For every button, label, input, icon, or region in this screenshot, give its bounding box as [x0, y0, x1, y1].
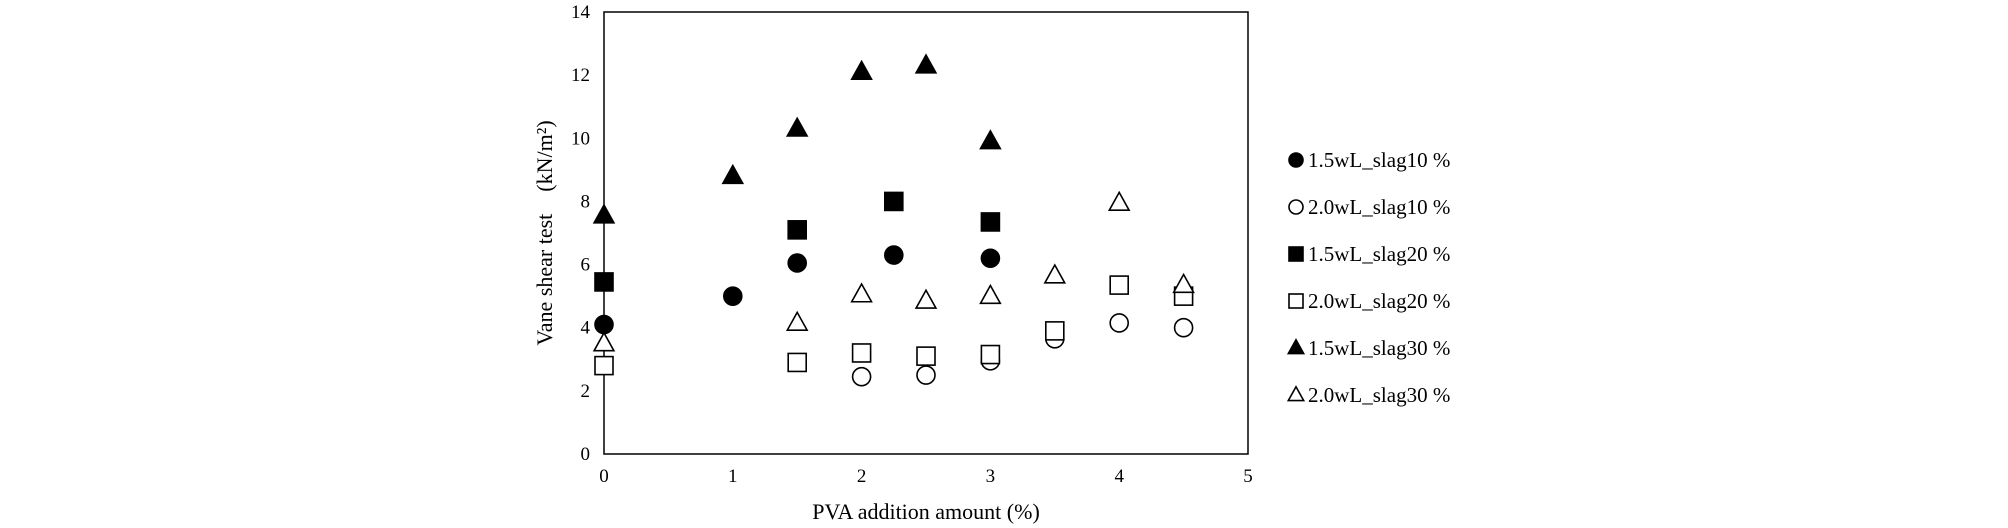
x-tick-label: 4	[1114, 466, 1124, 487]
y-tick-label: 0	[581, 444, 591, 465]
legend-marker-triangle-open	[1286, 385, 1306, 402]
data-point-square-open	[1109, 275, 1129, 295]
data-point-circle-open	[1173, 317, 1194, 338]
data-point-triangle-open	[850, 282, 873, 303]
data-point-triangle-open	[785, 310, 809, 331]
data-point-square-open	[787, 352, 808, 373]
data-point-triangle-filled	[785, 116, 809, 137]
data-point-triangle-open	[592, 331, 616, 352]
data-point-square-filled	[883, 191, 904, 212]
x-tick-label: 1	[728, 466, 738, 487]
data-point-triangle-filled	[979, 129, 1002, 150]
legend-label: 2.0wL_slag10 %	[1308, 195, 1450, 219]
legend-label: 1.5wL_slag20 %	[1308, 242, 1450, 266]
data-point-triangle-open	[1107, 190, 1131, 211]
y-tick-label: 10	[571, 128, 590, 149]
x-tick-label: 2	[857, 466, 867, 487]
data-point-square-filled	[787, 220, 808, 240]
legend-label: 2.0wL_slag20 %	[1308, 289, 1450, 313]
y-tick-label: 14	[571, 2, 591, 23]
legend-marker-circle-filled	[1288, 152, 1304, 168]
x-tick-label: 3	[986, 466, 996, 487]
y-tick-label: 4	[581, 318, 591, 339]
legend-marker-triangle-filled	[1286, 338, 1306, 355]
y-tick-label: 6	[581, 255, 591, 276]
data-point-circle-open	[916, 365, 936, 385]
data-point-triangle-filled	[850, 59, 873, 80]
data-point-circle-filled	[722, 286, 743, 306]
data-point-square-open	[916, 346, 936, 366]
data-point-triangle-open	[979, 283, 1002, 305]
data-point-circle-filled	[594, 314, 614, 335]
data-point-triangle-filled	[721, 163, 745, 185]
data-point-triangle-open	[914, 288, 938, 309]
legend-marker-square-filled	[1288, 246, 1304, 262]
data-point-circle-filled	[787, 253, 808, 273]
legend: 1.5wL_slag10 % 2.0wL_slag10 % 1.5wL_slag20…	[1286, 148, 1450, 407]
data-point-square-open	[851, 343, 872, 363]
x-axis-title: PVA addition amount (%)	[812, 499, 1040, 524]
data-point-square-open	[594, 355, 614, 376]
data-point-triangle-open	[1172, 272, 1195, 294]
y-axis-title: Vane shear test (kN/m²)	[532, 120, 557, 345]
data-point-triangle-filled	[592, 203, 616, 224]
legend-marker-circle-open	[1288, 199, 1304, 215]
legend-marker-square-open	[1288, 293, 1304, 309]
data-point-square-filled	[594, 272, 614, 292]
data-point-square-open	[980, 344, 1001, 365]
y-axis-ticks: 0 2 4 6 8 10 12 14	[571, 2, 591, 465]
x-tick-label: 0	[599, 466, 609, 487]
data-point-triangle-open	[1043, 263, 1067, 284]
x-tick-label: 5	[1243, 466, 1253, 487]
plot-area-frame	[603, 11, 1249, 455]
data-point-circle-open	[851, 366, 872, 387]
data-point-circle-open	[1109, 313, 1129, 333]
y-tick-label: 8	[581, 191, 591, 212]
data-point-square-open	[1045, 321, 1065, 341]
legend-label: 2.0wL_slag30 %	[1308, 383, 1450, 407]
legend-label: 1.5wL_slag10 %	[1308, 148, 1450, 172]
y-tick-label: 2	[581, 381, 591, 402]
data-point-square-filled	[980, 212, 1001, 232]
data-point-triangle-filled	[914, 53, 938, 74]
data-point-circle-filled	[980, 248, 1001, 269]
data-points	[592, 53, 1195, 387]
data-point-circle-filled	[883, 245, 904, 265]
legend-label: 1.5wL_slag30 %	[1308, 336, 1450, 360]
y-tick-label: 12	[571, 65, 590, 86]
x-axis-ticks: 0 1 2 3 4 5	[599, 466, 1253, 487]
